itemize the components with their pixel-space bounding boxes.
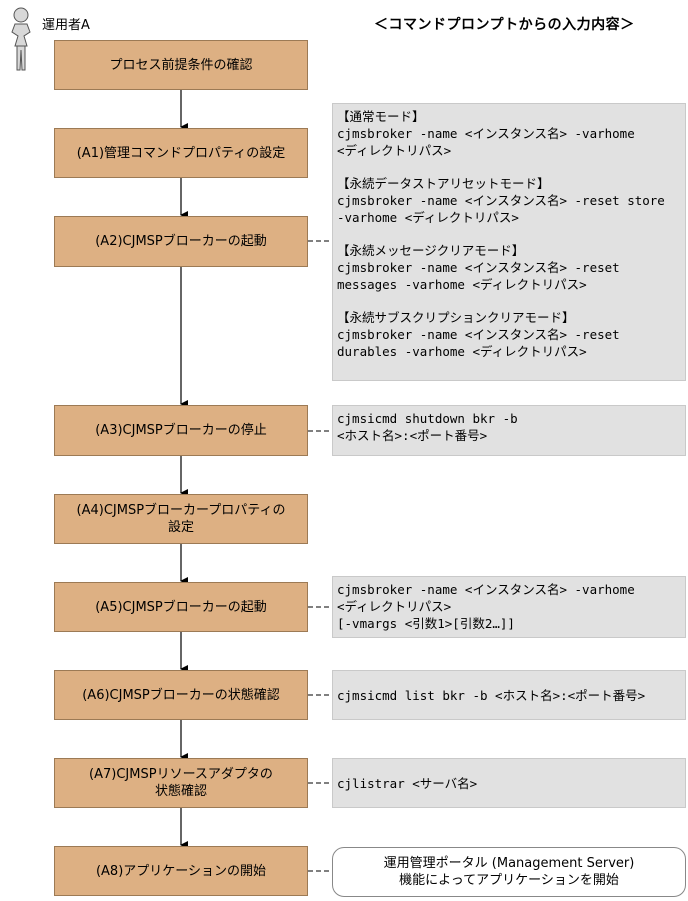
actor-label: 運用者A bbox=[42, 18, 90, 33]
command-box-a6: cjmsicmd list bkr -b <ホスト名>:<ポート番号> bbox=[332, 670, 686, 720]
step-a8: (A8)アプリケーションの開始 bbox=[54, 846, 308, 896]
step-a4: (A4)CJMSPブローカープロパティの 設定 bbox=[54, 494, 308, 544]
command-box-a5: cjmsbroker -name <インスタンス名> -varhome <ディレ… bbox=[332, 576, 686, 638]
step-a6: (A6)CJMSPブローカーの状態確認 bbox=[54, 670, 308, 720]
command-box-a3: cjmsicmd shutdown bkr -b <ホスト名>:<ポート番号> bbox=[332, 405, 686, 456]
step-a2: (A2)CJMSPブローカーの起動 bbox=[54, 216, 308, 267]
section-header: ＜コマンドプロンプトからの入力内容＞ bbox=[374, 17, 635, 33]
step-prerequisite: プロセス前提条件の確認 bbox=[54, 40, 308, 90]
step-a3: (A3)CJMSPブローカーの停止 bbox=[54, 405, 308, 456]
step-a5: (A5)CJMSPブローカーの起動 bbox=[54, 582, 308, 632]
command-box-a7: cjlistrar <サーバ名> bbox=[332, 758, 686, 808]
operator-icon bbox=[11, 7, 31, 71]
portal-note: 運用管理ポータル (Management Server) 機能によってアプリケー… bbox=[332, 847, 686, 897]
command-box-a2: 【通常モード】 cjmsbroker -name <インスタンス名> -varh… bbox=[332, 103, 686, 381]
step-a7: (A7)CJMSPリソースアダプタの 状態確認 bbox=[54, 758, 308, 808]
step-a1: (A1)管理コマンドプロパティの設定 bbox=[54, 128, 308, 178]
